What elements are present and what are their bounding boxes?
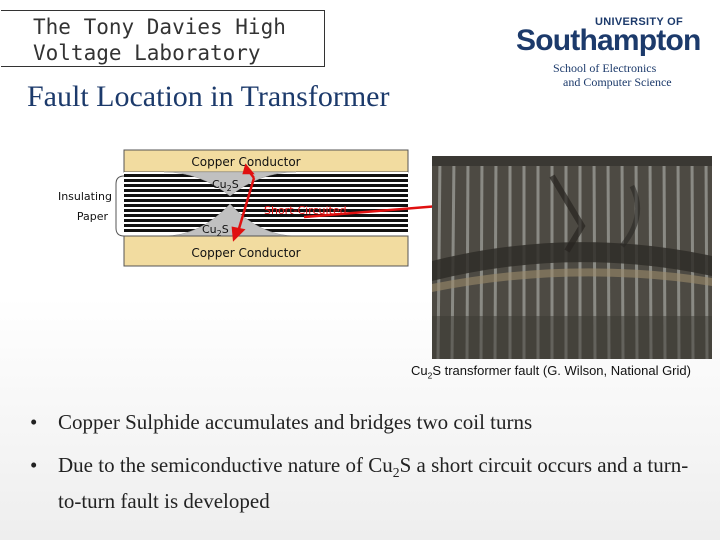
bullet-text-1: Copper Sulphide accumulates and bridges …	[58, 410, 533, 434]
logo-southampton: Southampton	[516, 24, 701, 57]
coil-photo-illustration	[432, 156, 712, 359]
bullet-item-1: • Copper Sulphide accumulates and bridge…	[30, 408, 710, 437]
cu2s-deposit-top	[163, 171, 297, 197]
lab-title-line1: The Tony Davies High	[33, 15, 286, 39]
bullet-item-2: • Due to the semiconductive nature of Cu…	[30, 451, 710, 516]
logo-school-line2: and Computer Science	[563, 75, 672, 89]
lab-title-box: The Tony Davies High Voltage Laboratory	[1, 10, 325, 67]
insulating-paper-layers	[124, 172, 408, 234]
logo-university-of: UNIVERSITY OF	[595, 16, 684, 28]
short-circuit-arrows	[231, 163, 256, 242]
conductor-diagram: Copper Conductor Copper Conductor Insula…	[58, 149, 409, 267]
logo-school: School of Electronics and Computer Scien…	[553, 61, 672, 89]
insulating-paper-bracket	[115, 175, 125, 237]
transformer-fault-photo	[432, 156, 712, 359]
bottom-conductor-label: Copper Conductor	[191, 246, 300, 260]
cu2s-top-label: Cu2S	[212, 178, 239, 193]
bullet-text-2: Due to the semiconductive nature of Cu2S…	[58, 453, 689, 514]
copper-conductor-bottom	[123, 235, 409, 267]
short-circuited-label: Short-Circuited	[264, 204, 347, 217]
logo-school-line1: School of Electronics	[553, 61, 657, 75]
lab-title-line2: Voltage Laboratory	[33, 41, 261, 65]
top-conductor-label: Copper Conductor	[191, 155, 300, 169]
insulating-label-line2: Paper	[77, 210, 109, 223]
insulating-label-line1: Insulating	[58, 190, 112, 203]
bullet-dot: •	[30, 453, 38, 477]
cu2s-deposit-bottom	[163, 203, 297, 237]
bullet-dot: •	[30, 410, 38, 434]
bullet-list: • Copper Sulphide accumulates and bridge…	[30, 408, 710, 530]
cu2s-bottom-label: Cu2S	[202, 223, 229, 238]
slide-title: Fault Location in Transformer	[27, 80, 390, 113]
photo-caption: Cu2S transformer fault (G. Wilson, Natio…	[411, 363, 691, 381]
